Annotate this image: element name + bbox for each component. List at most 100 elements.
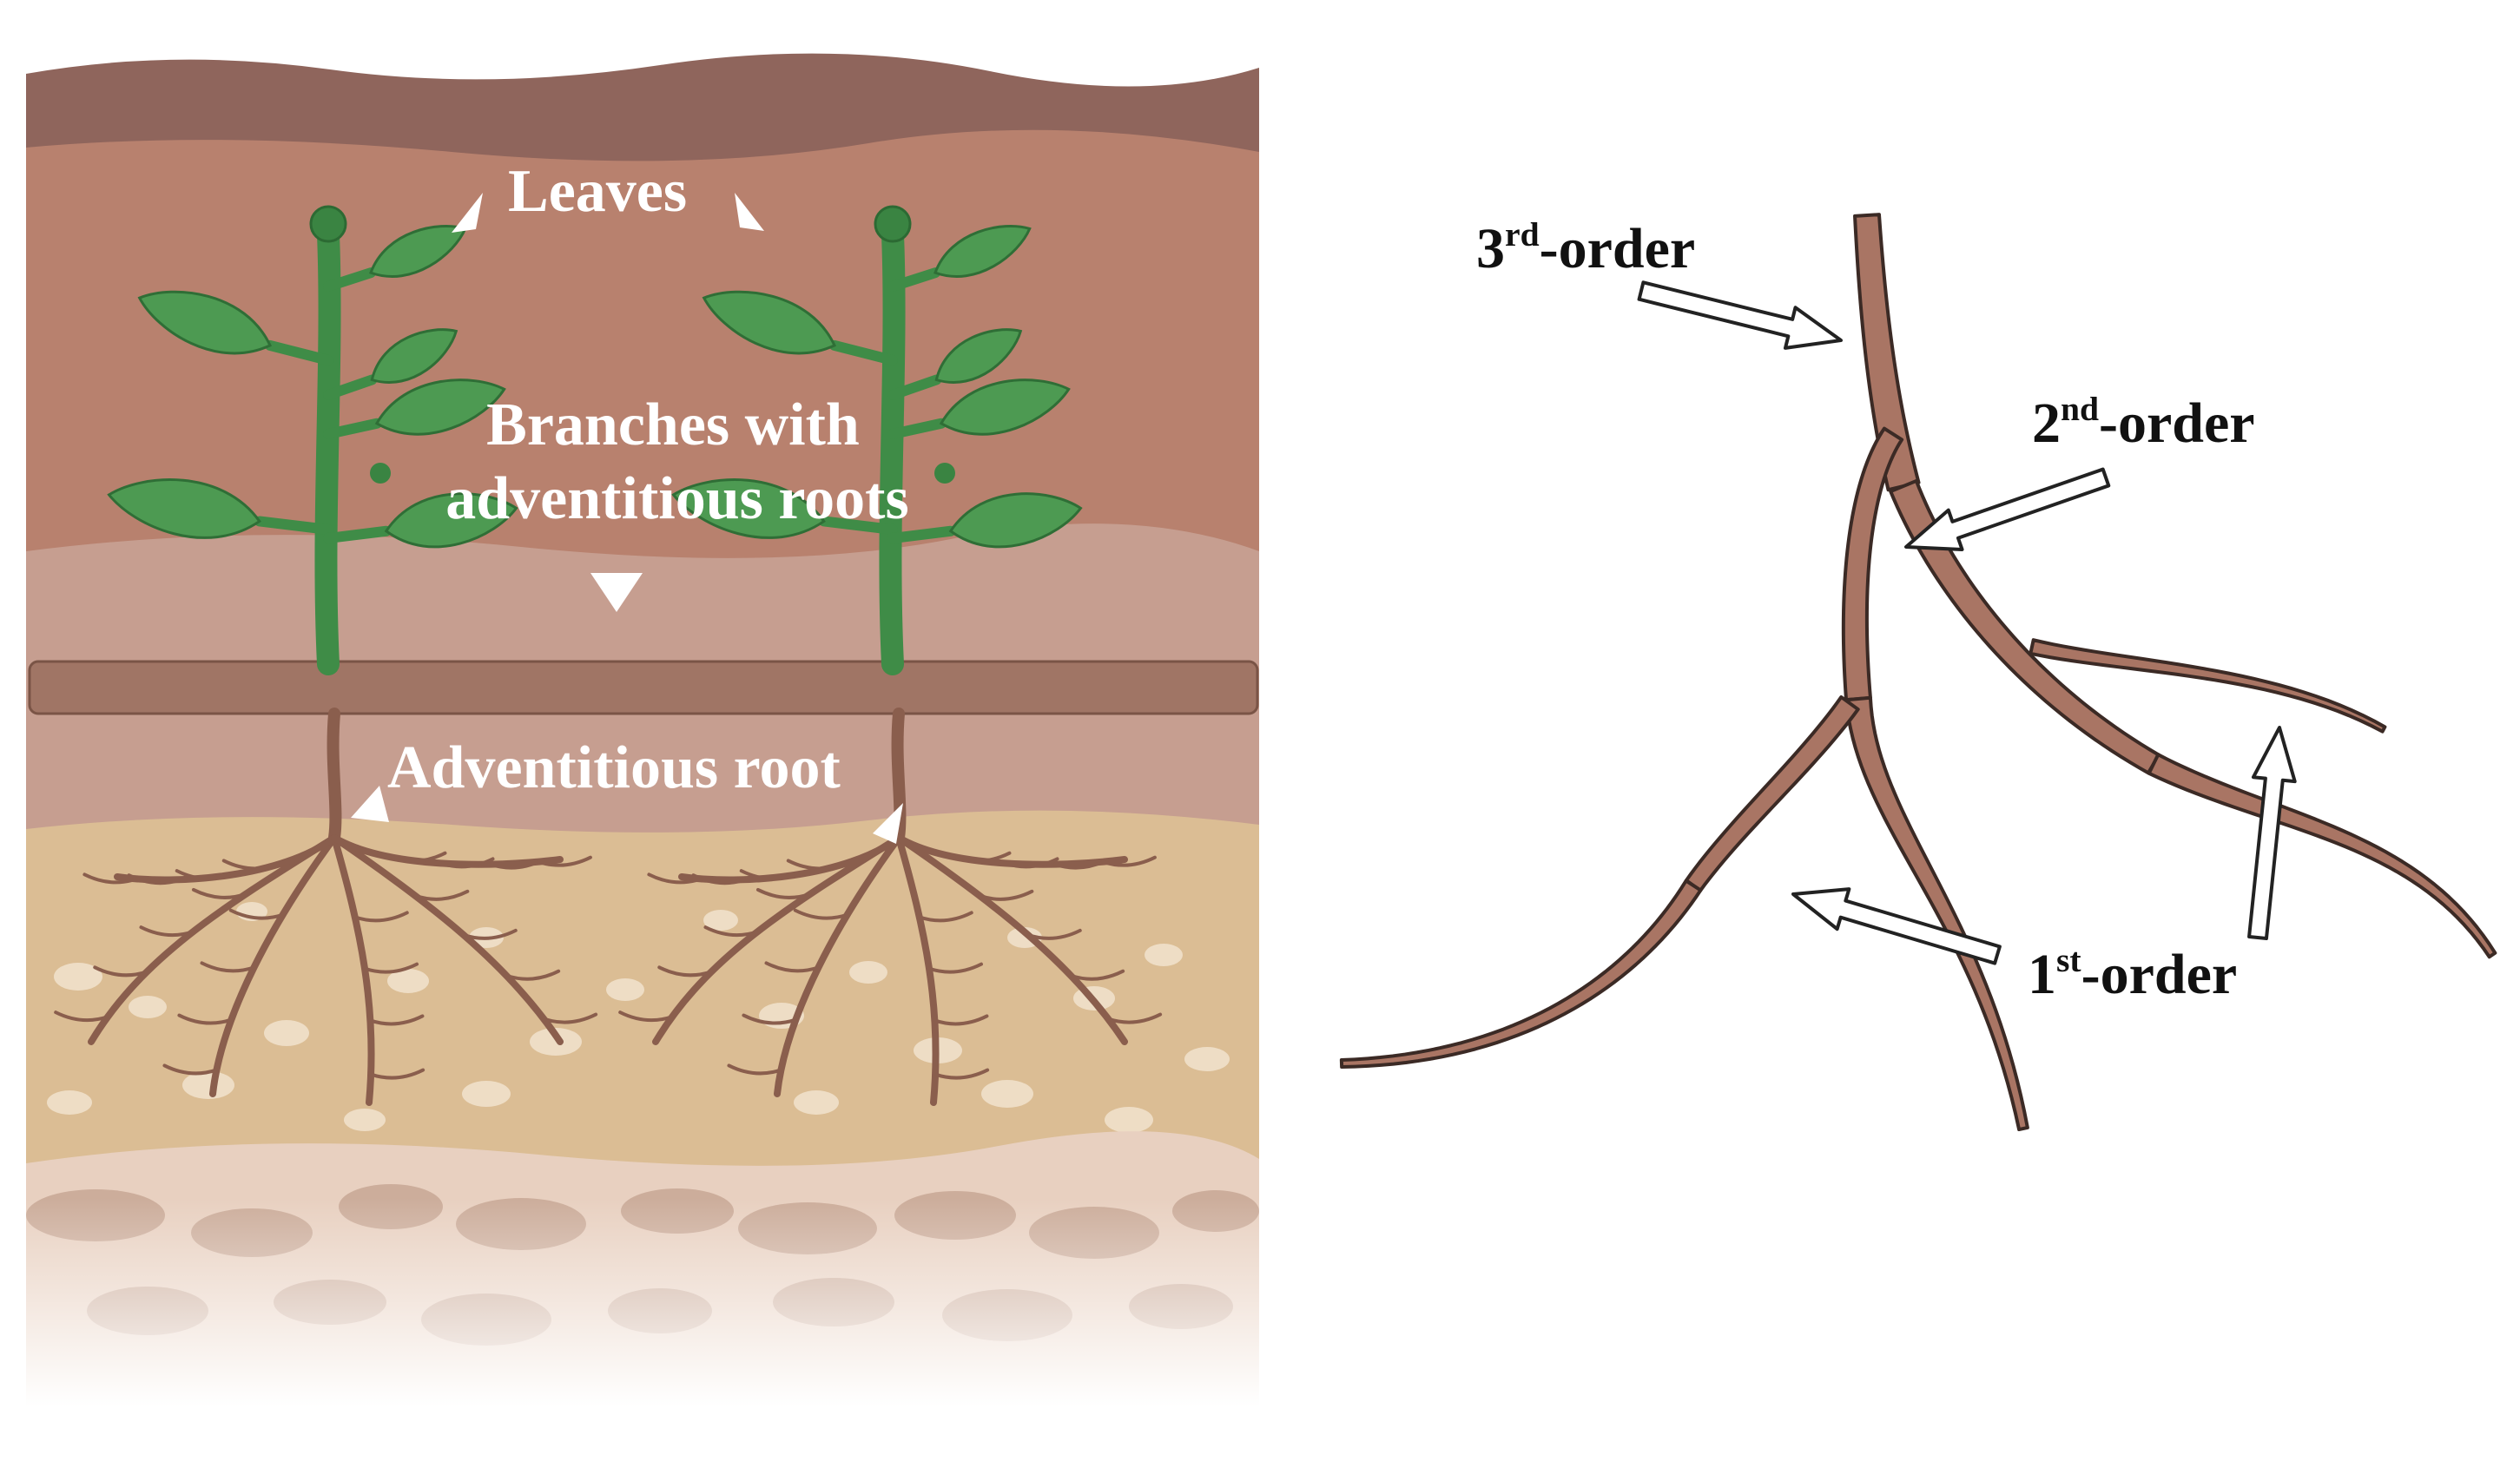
rootlet [82,872,139,885]
pebble [1145,944,1183,966]
rootlet [228,908,285,920]
third-order-sup: rd [1505,215,1540,254]
rootlet [200,961,256,973]
leaf-petiole [265,339,333,365]
leaf [384,492,518,549]
plants [107,205,1083,675]
leaf-petiole [323,374,378,400]
root-arrowhead-right [873,803,903,844]
leaf [370,328,458,384]
branch-bar [28,660,1259,715]
leaves-arrowhead-right [735,193,764,231]
rootlet [1026,928,1082,940]
rootlet [505,969,561,981]
second-order-sup: nd [2061,390,2100,429]
first-order-num: 1 [2028,943,2056,1006]
small-bud [934,463,955,484]
branches-label-line2: adventitious roots [445,465,909,532]
pebble [54,963,102,991]
adventitious-root-label: Adventitious root [387,734,841,801]
first-order-root-lower [1844,695,2029,1132]
rootlet [162,1063,219,1076]
leaf-petiole [323,267,376,292]
rootlet [353,911,409,923]
soil-layers [26,53,1259,1406]
second-order-label: 2nd-order [2032,392,2255,455]
rootlet [703,925,760,938]
rootlet [764,961,821,973]
rootlet [647,872,703,885]
rootlet [369,1068,425,1080]
leaf [671,478,826,539]
rootlet [933,1014,989,1026]
plant-stem [314,223,341,675]
second-order-arrow [1904,467,2111,551]
plant-2 [671,205,1083,675]
leaf-petiole [887,418,947,439]
pebble [462,1081,511,1107]
rootlet [739,869,795,881]
rootlet [93,965,149,978]
pebble [1105,1107,1153,1133]
main-root [327,708,342,844]
leaf-petiole [254,516,333,535]
main-root [891,708,907,844]
root-cluster-1 [54,708,598,1106]
plant-1 [107,205,518,675]
pebble [387,969,429,993]
pebble [849,961,887,984]
rootlet [536,855,592,867]
rootlet [727,1063,783,1076]
pebble [264,1020,309,1046]
rootlet [691,873,748,885]
rootlet [191,887,247,899]
rootlet [127,873,183,885]
rootlet [461,928,518,940]
first-order-sup: st [2056,941,2081,980]
pebble [606,978,644,1001]
leaf [374,379,506,436]
first-order-root-upper [2029,638,2387,734]
bottom-fade [26,1198,1259,1406]
rootlet [542,1012,598,1024]
first-order-label: 1st-order [2028,943,2238,1006]
leaf [939,379,1071,436]
leaf-petiole [887,525,956,543]
first-order-root-left-tip [1339,879,1703,1069]
left-panel-arrowheads [351,193,903,844]
rootlet [54,1010,110,1023]
rootlet [1100,855,1157,867]
rootlet [221,859,278,871]
leaf [137,290,273,355]
adventitious-roots [54,708,1163,1106]
first-order-suffix: -order [2081,943,2238,1006]
pebble [344,1109,386,1131]
leaf-petiole [818,516,898,535]
rootlet [927,962,983,974]
branches-arrowhead [590,573,643,612]
leaf [933,225,1032,278]
rootlet [755,887,812,899]
flower-bud [874,205,912,243]
rootlet [933,1068,990,1080]
leaf [702,290,837,355]
rootlet [1106,1012,1163,1024]
second-order-suffix: -order [2099,392,2255,455]
pebble [47,1090,92,1115]
pebble [703,910,738,931]
leaves-arrowhead-left [452,193,483,233]
pebble [182,1071,234,1099]
rootlet [439,857,495,869]
rootlet [1003,857,1059,869]
rootlet [618,1010,675,1023]
leaf [948,492,1083,549]
rootlet [177,1013,234,1025]
pebble [530,1028,582,1056]
pebble [794,1090,839,1115]
leaf-petiole [829,339,898,365]
pebble [129,996,167,1018]
root-cluster-2 [618,708,1163,1106]
pebble [981,1080,1033,1108]
first-order-arrow-up [2247,726,2297,941]
